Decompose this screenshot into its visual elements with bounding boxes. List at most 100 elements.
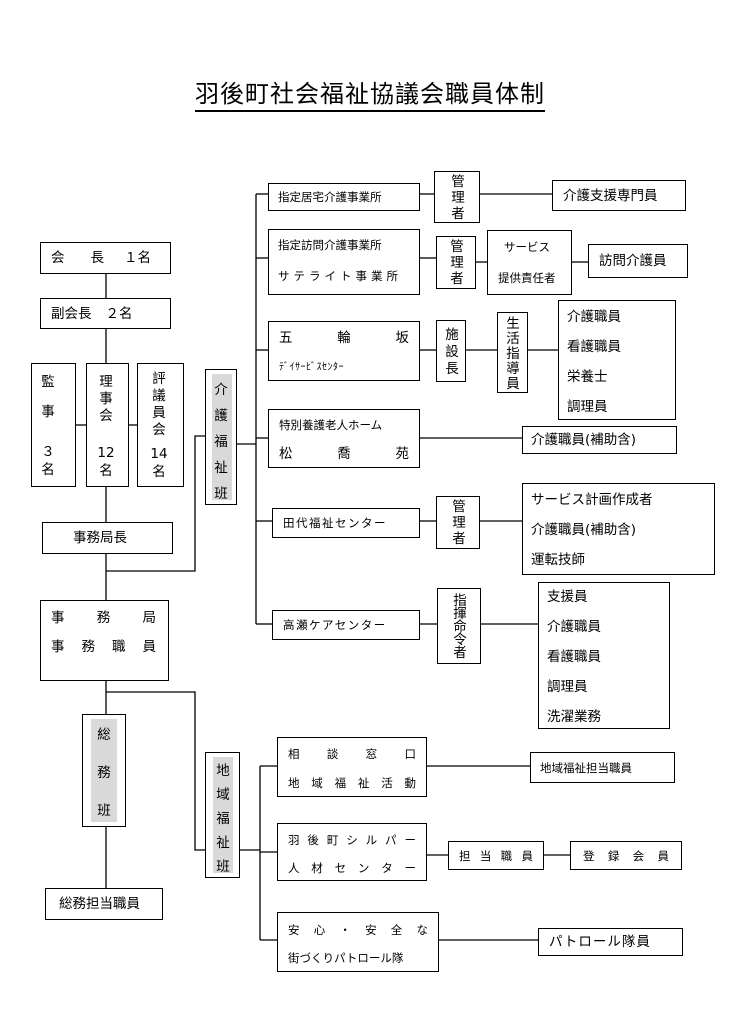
home-helper-box: 訪問介護員 [588, 244, 688, 278]
head-char: 理 [450, 255, 464, 271]
staff-label: 訪問介護員 [599, 253, 667, 269]
staff-label: 介護職員(補助含) [531, 522, 637, 538]
coordinator-label: サービス [504, 240, 550, 254]
staff-label: パトロール隊員 [549, 934, 651, 950]
unit-name: サテライト事業所 [278, 269, 402, 283]
general-affairs-group-box: 総 務 班 [82, 714, 126, 827]
councilors-box: 評 議 員 会 14 名 [137, 363, 184, 487]
commander-box: 指 揮 命 令 者 [437, 588, 481, 664]
group-char: 地 [216, 763, 230, 779]
unit-name: 五輪坂 [279, 330, 409, 346]
coordinator-label: 提供責任者 [498, 271, 556, 285]
staff-label: 介護支援専門員 [563, 188, 658, 204]
auditors-char: 名 [41, 462, 55, 478]
group-shade [91, 719, 117, 822]
auditors-box: 監 事 ３ 名 [31, 363, 76, 487]
staff-label: サービス計画作成者 [531, 492, 653, 508]
service-coordinator-box: サービス 提供責任者 [487, 230, 572, 295]
unit-name: 指定居宅介護事業所 [278, 190, 382, 204]
unit-name: ﾃﾞｲｻｰﾋﾞｽｾﾝﾀｰ [279, 362, 344, 373]
staff-label: 調理員 [547, 679, 588, 695]
councilors-char: 評 [152, 371, 166, 387]
councilors-char: 名 [152, 464, 166, 480]
manager-box: 管 理 者 [436, 496, 480, 549]
manager-box: 管 理 者 [436, 236, 476, 289]
directors-char: 理 [99, 374, 113, 390]
directors-char: 名 [99, 463, 113, 479]
head-char: 者 [450, 271, 464, 287]
councilors-char: 会 [152, 422, 166, 438]
unit-name: 高瀬ケアセンター [283, 618, 387, 632]
head-char: 理 [451, 190, 465, 206]
community-staff-box: 地域福祉担当職員 [530, 752, 675, 783]
group-char: 祉 [214, 460, 228, 476]
group-char: 務 [97, 765, 111, 781]
unit-name: 人材センター [288, 861, 416, 875]
group-char: 班 [97, 803, 111, 819]
unit-name: 相談窓口 [288, 747, 416, 761]
staff-label: 地域福祉担当職員 [540, 761, 632, 775]
unit-name: 地域福祉活動 [288, 776, 416, 790]
care-manager-box: 介護支援専門員 [552, 180, 686, 211]
staff-label: 担当職員 [459, 849, 533, 863]
staff-label: 介護職員(補助含) [531, 432, 637, 448]
directors-count: 12 [97, 445, 115, 461]
silver-center: 羽後町シルパー 人材センター [277, 823, 427, 881]
councilors-count: 14 [150, 446, 168, 462]
unit-name: 田代福祉センター [283, 516, 387, 530]
advisor-char: 導 [506, 361, 520, 377]
secretary-general-box: 事務局長 [42, 522, 173, 554]
unit-name: 松喬苑 [279, 446, 409, 462]
directors-char: 事 [99, 391, 113, 407]
head-char: 揮 [453, 606, 467, 622]
group-char: 祉 [216, 835, 230, 851]
head-char: 施 [445, 327, 459, 343]
head-char: 命 [453, 619, 467, 635]
office-box: 事務局 事務職員 [40, 600, 169, 681]
head-char: 設 [445, 344, 459, 360]
unit-name: 指定訪問介護事業所 [278, 238, 382, 252]
auditors-char: 監 [41, 374, 55, 390]
group-shade [212, 374, 232, 500]
unit-name: 羽後町シルパー [288, 833, 416, 847]
secretary-general-label: 事務局長 [73, 530, 127, 546]
councilors-char: 員 [152, 405, 166, 421]
head-char: 管 [450, 239, 464, 255]
general-affairs-staff-box: 総務担当職員 [45, 888, 163, 920]
staff-label: 介護職員 [547, 619, 601, 635]
patrol-members-box: パトロール隊員 [538, 928, 683, 956]
councilors-char: 議 [152, 388, 166, 404]
group-char: 班 [214, 486, 228, 502]
head-char: 指 [453, 593, 467, 609]
takase-care-center: 高瀬ケアセンター [272, 610, 420, 640]
gorinzaka-day-service: 五輪坂 ﾃﾞｲｻｰﾋﾞｽｾﾝﾀｰ [268, 321, 420, 381]
advisor-char: 指 [506, 346, 520, 362]
patrol-team: 安心・安全な 街づくりパトロール隊 [277, 912, 439, 972]
group-char: 総 [97, 727, 111, 743]
directors-char: 会 [99, 408, 113, 424]
head-char: 管 [451, 174, 465, 190]
advisor-char: 員 [506, 376, 520, 392]
advisor-char: 活 [506, 331, 520, 347]
staff-label: 看護職員 [567, 339, 621, 355]
head-char: 管 [452, 499, 466, 515]
unit-name: 安心・安全な [288, 923, 428, 937]
group-char: 福 [216, 811, 230, 827]
group-char: 域 [216, 787, 230, 803]
auditors-char: ３ [41, 444, 55, 460]
staff-label: 看護職員 [547, 649, 601, 665]
group-char: 護 [214, 408, 228, 424]
advisor-char: 生 [506, 316, 520, 332]
head-char: 者 [453, 645, 467, 661]
head-char: 者 [451, 206, 465, 222]
nursing-home: 特別養護老人ホーム 松喬苑 [268, 409, 420, 468]
staff-label: 洗濯業務 [547, 709, 601, 725]
consultation-desk: 相談窓口 地域福祉活動 [277, 737, 427, 797]
tashiro-center: 田代福祉センター [272, 508, 420, 538]
staff-label: 支援員 [547, 589, 588, 605]
gorinzaka-staff-box: 介護職員 看護職員 栄養士 調理員 [558, 300, 676, 420]
